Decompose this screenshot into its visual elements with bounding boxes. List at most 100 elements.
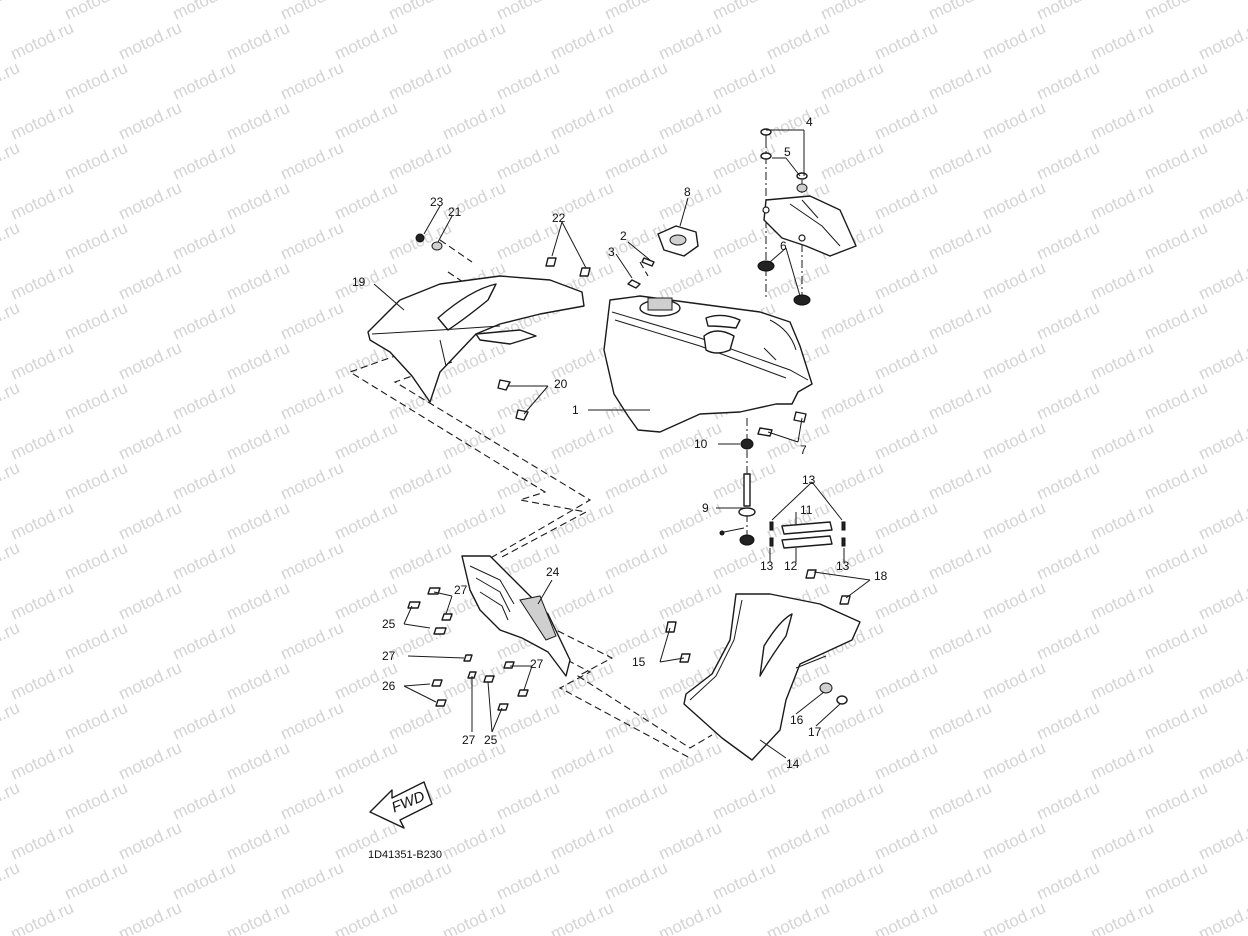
callout-4: 4 (806, 115, 813, 129)
watermark-text: motod.ru (548, 98, 617, 144)
watermark-text: motod.ru (980, 818, 1049, 864)
watermark-text: motod.ru (872, 578, 941, 624)
watermark-text: motod.ru (0, 538, 22, 584)
callout-2: 2 (620, 229, 627, 243)
watermark-text: motod.ru (656, 578, 725, 624)
watermark-text: motod.ru (62, 138, 131, 184)
callout-23: 23 (430, 195, 444, 209)
watermark-text: motod.ru (116, 738, 185, 784)
watermark-text: motod.ru (1196, 898, 1248, 936)
watermark-text: motod.ru (980, 578, 1049, 624)
watermark-text: motod.ru (1142, 378, 1211, 424)
watermark-text: motod.ru (116, 18, 185, 64)
watermark-text: motod.ru (62, 0, 131, 24)
watermark-text: motod.ru (926, 58, 995, 104)
fuel-cap-part (657, 225, 699, 257)
watermark-text: motod.ru (224, 738, 293, 784)
watermark-text: motod.ru (1196, 658, 1248, 704)
watermark-text: motod.ru (980, 18, 1049, 64)
watermark-text: motod.ru (170, 698, 239, 744)
watermark-text: motod.ru (548, 578, 617, 624)
watermark-text: motod.ru (0, 858, 22, 904)
watermark-text: motod.ru (278, 698, 347, 744)
watermark-text: motod.ru (980, 738, 1049, 784)
watermark-text: motod.ru (62, 858, 131, 904)
watermark-text: motod.ru (1142, 218, 1211, 264)
watermark-text: motod.ru (602, 138, 671, 184)
watermark-text: motod.ru (872, 338, 941, 384)
watermark-text: motod.ru (872, 898, 941, 936)
watermark-text: motod.ru (980, 178, 1049, 224)
watermark-text: motod.ru (1196, 338, 1248, 384)
watermark-text: motod.ru (1034, 378, 1103, 424)
callout-15: 15 (632, 655, 646, 669)
watermark-text: motod.ru (710, 58, 779, 104)
watermark-text: motod.ru (278, 778, 347, 824)
watermark-text: motod.ru (170, 618, 239, 664)
watermark-text: motod.ru (656, 258, 725, 304)
watermark-text: motod.ru (116, 338, 185, 384)
watermark-text: motod.ru (656, 18, 725, 64)
watermark-text: motod.ru (926, 458, 995, 504)
watermark-text: motod.ru (1196, 578, 1248, 624)
watermark-text: motod.ru (872, 738, 941, 784)
watermark-text: motod.ru (0, 298, 22, 344)
watermark-text: motod.ru (278, 378, 347, 424)
watermark-text: motod.ru (224, 578, 293, 624)
watermark-text: motod.ru (62, 778, 131, 824)
watermark-text: motod.ru (224, 18, 293, 64)
watermark-text: motod.ru (170, 458, 239, 504)
watermark-text: motod.ru (1034, 618, 1103, 664)
watermark-text: motod.ru (8, 898, 77, 936)
watermark-text: motod.ru (656, 98, 725, 144)
watermark-text: motod.ru (1088, 898, 1157, 936)
fuel-hose-parts (769, 521, 846, 549)
watermark-text: motod.ru (332, 258, 401, 304)
fuel-tank-part (603, 295, 813, 433)
callout-9: 9 (702, 501, 709, 515)
watermark-text: motod.ru (278, 58, 347, 104)
callout-3: 3 (608, 245, 615, 259)
watermark-text: motod.ru (926, 0, 995, 24)
watermark-text: motod.ru (278, 0, 347, 24)
watermark-text: motod.ru (1196, 98, 1248, 144)
right-side-cover-part (683, 593, 861, 761)
watermark-text: motod.ru (818, 698, 887, 744)
watermark-text: motod.ru (1196, 258, 1248, 304)
watermark-text: motod.ru (980, 498, 1049, 544)
watermark-text: motod.ru (0, 218, 22, 264)
watermark-text: motod.ru (602, 698, 671, 744)
watermark-text: motod.ru (1034, 778, 1103, 824)
watermark-text: motod.ru (62, 618, 131, 664)
watermark-text: motod.ru (278, 458, 347, 504)
watermark-text: motod.ru (278, 618, 347, 664)
watermark-text: motod.ru (332, 98, 401, 144)
watermark-text: motod.ru (764, 98, 833, 144)
watermark-text: motod.ru (116, 258, 185, 304)
watermark-text: motod.ru (8, 738, 77, 784)
watermark-text: motod.ru (224, 658, 293, 704)
watermark-text: motod.ru (872, 418, 941, 464)
callout-19: 19 (352, 275, 366, 289)
watermark-text: motod.ru (116, 498, 185, 544)
watermark-text: motod.ru (1196, 18, 1248, 64)
watermark-text: motod.ru (602, 778, 671, 824)
watermark-text: motod.ru (170, 778, 239, 824)
watermark-text: motod.ru (170, 0, 239, 24)
watermark-text: motod.ru (1142, 298, 1211, 344)
callout-16: 16 (790, 713, 804, 727)
watermark-text: motod.ru (440, 18, 509, 64)
watermark-text: motod.ru (1142, 618, 1211, 664)
watermark-text: motod.ru (224, 258, 293, 304)
watermark-text: motod.ru (116, 578, 185, 624)
watermark-text: motod.ru (602, 858, 671, 904)
watermark-text: motod.ru (764, 898, 833, 936)
watermark-text: motod.ru (818, 58, 887, 104)
watermark-text: motod.ru (926, 778, 995, 824)
callout-17: 17 (808, 725, 822, 739)
callout-25-left: 25 (382, 617, 396, 631)
watermark-text: motod.ru (1034, 58, 1103, 104)
watermark-text: motod.ru (872, 658, 941, 704)
watermark-text: motod.ru (656, 898, 725, 936)
watermark-text: motod.ru (224, 898, 293, 936)
